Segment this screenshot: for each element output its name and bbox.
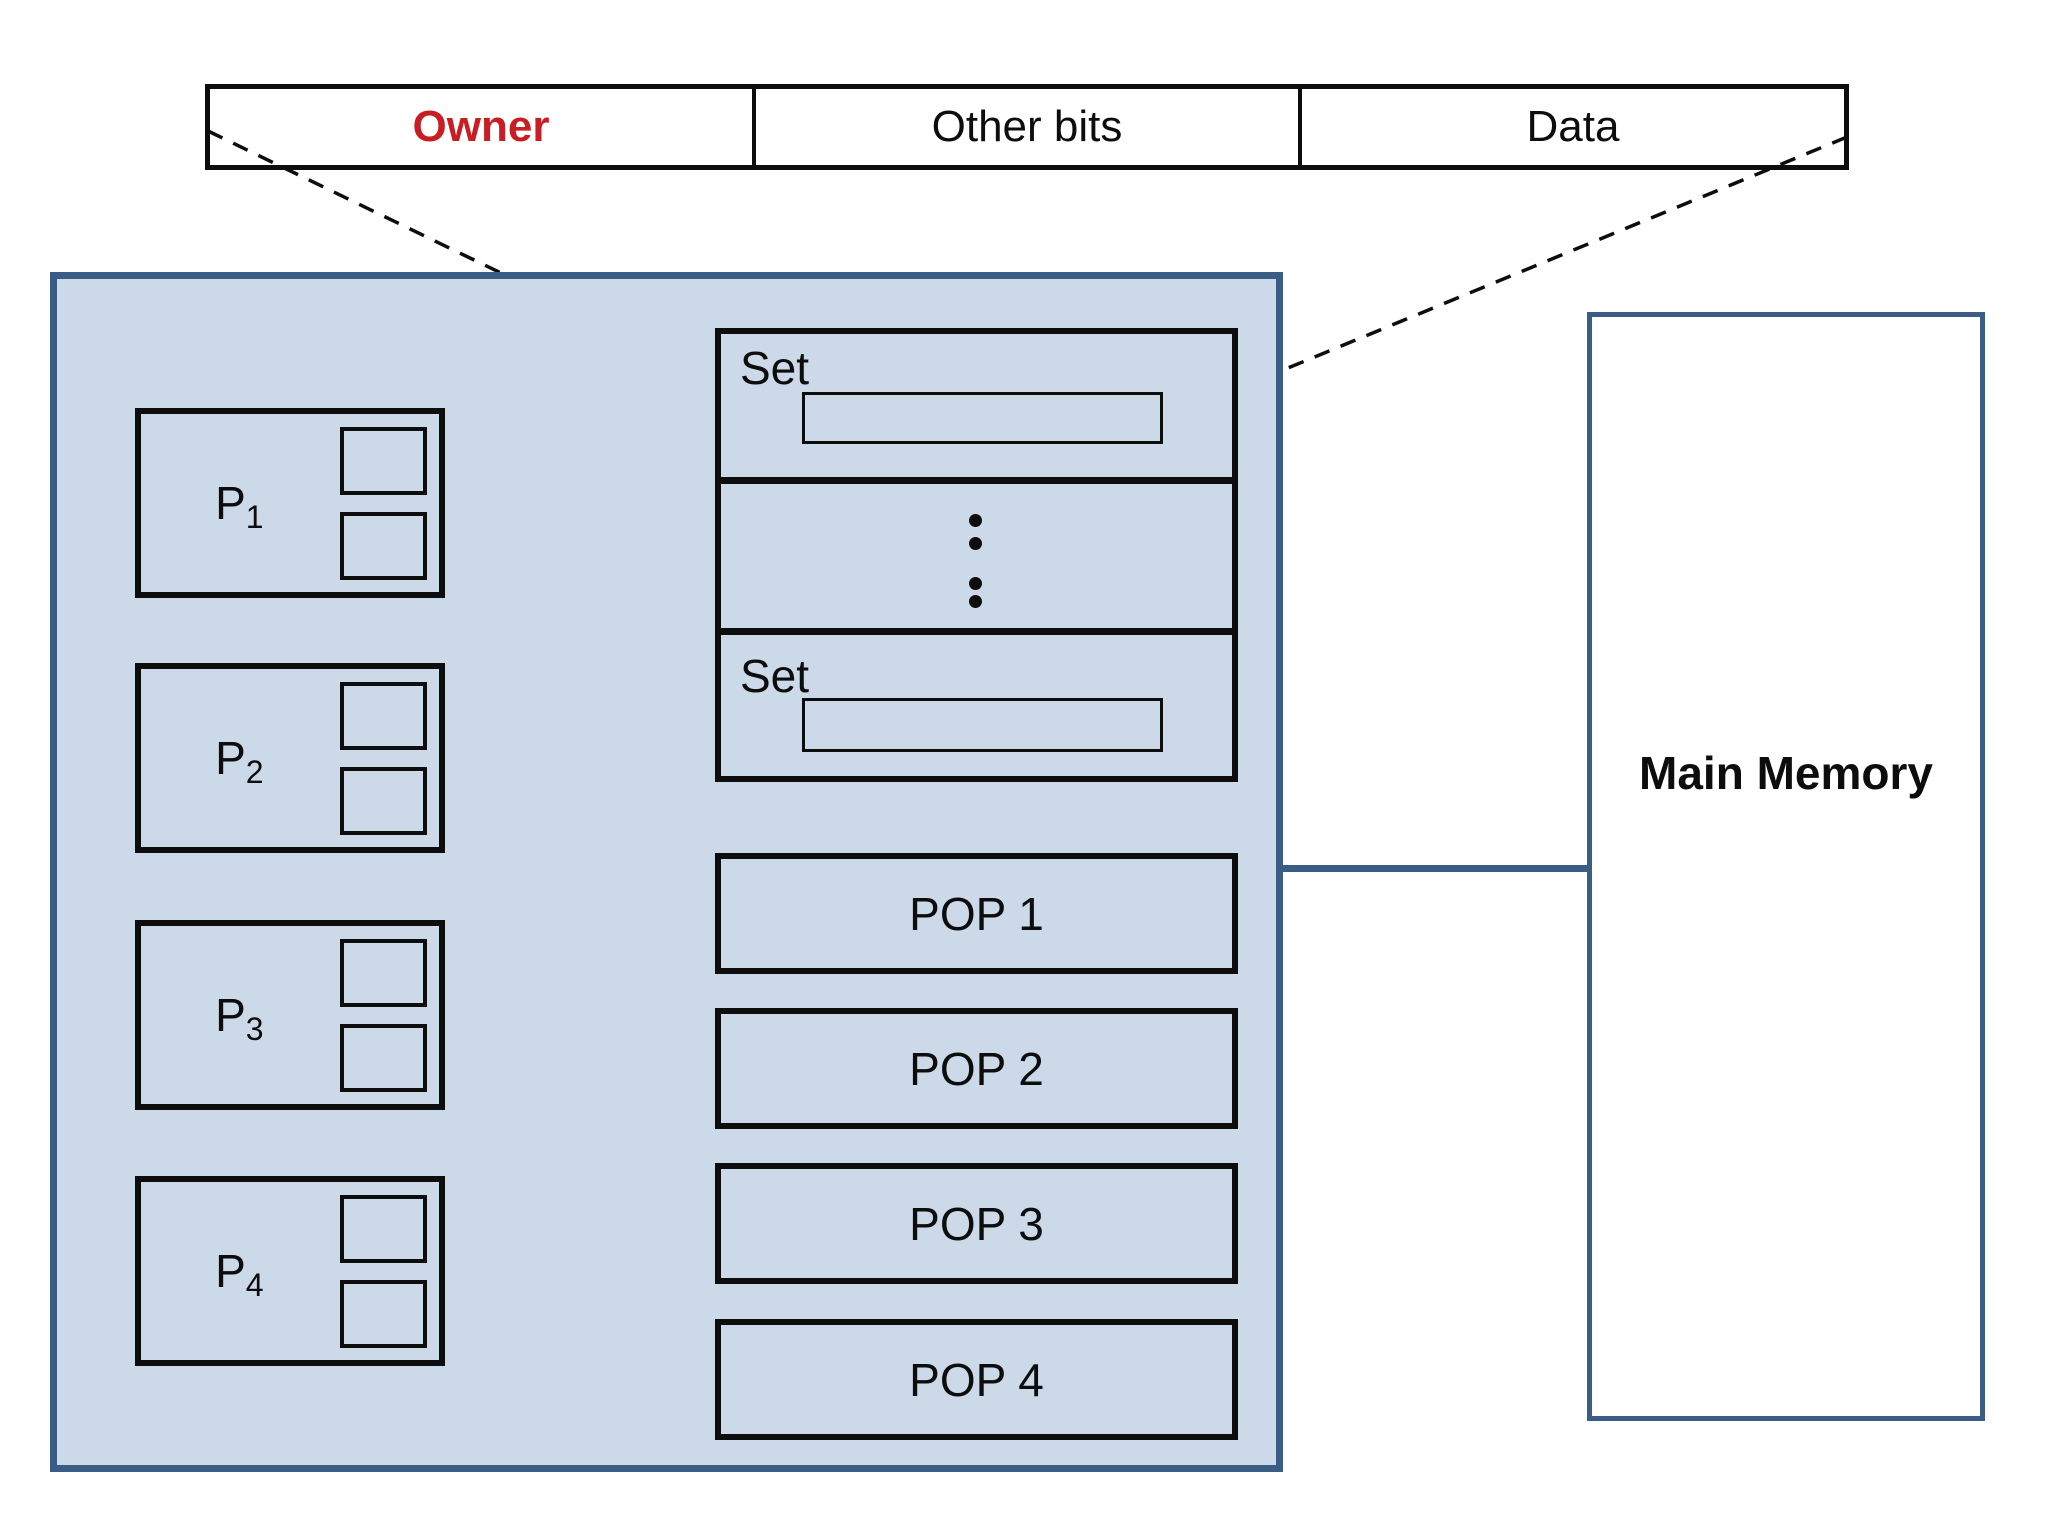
private-cache-block (340, 939, 427, 1007)
processor-name: P (215, 732, 246, 784)
processor-name: P (215, 1245, 246, 1297)
ellipsis-dot (969, 595, 982, 608)
set-divider (721, 477, 1232, 484)
pop-box-1: POP 1 (715, 853, 1238, 974)
pop-box-4: POP 4 (715, 1319, 1238, 1440)
cache-line-rect-top (802, 392, 1163, 444)
ellipsis-dot (969, 577, 982, 590)
private-cache-block (340, 1280, 427, 1348)
field-other-bits: Other bits (752, 89, 1298, 165)
memory-bus-connector-line (1283, 865, 1588, 872)
private-cache-block (340, 1024, 427, 1092)
field-data: Data (1298, 89, 1844, 165)
processor-subscript: 1 (245, 499, 264, 535)
processor-name: P (215, 477, 246, 529)
callout-dashed-line-right (1166, 135, 1848, 420)
pop-box-3: POP 3 (715, 1163, 1238, 1284)
cache-line-rect-bottom (802, 698, 1163, 752)
main-memory-label: Main Memory (1639, 747, 1933, 799)
private-cache-block (340, 767, 427, 835)
processor-subscript: 2 (245, 754, 264, 790)
cache-set-stack: Set Set (715, 328, 1238, 782)
private-cache-block (340, 682, 427, 750)
private-cache-block (340, 512, 427, 580)
pop-box-2: POP 2 (715, 1008, 1238, 1129)
processor-name: P (215, 989, 246, 1041)
processor-subscript: 3 (245, 1011, 264, 1047)
set-label-top: Set (740, 342, 810, 394)
private-cache-block (340, 427, 427, 495)
set-divider (721, 628, 1232, 635)
field-owner: Owner (412, 102, 550, 151)
ellipsis-dot (969, 537, 982, 550)
cache-line-format-bar: Owner Other bits Data (205, 84, 1849, 170)
ellipsis-dot (969, 514, 982, 527)
processor-subscript: 4 (245, 1267, 264, 1303)
private-cache-block (340, 1195, 427, 1263)
main-memory-box: Main Memory (1587, 312, 1985, 1421)
set-label-bottom: Set (740, 650, 810, 702)
